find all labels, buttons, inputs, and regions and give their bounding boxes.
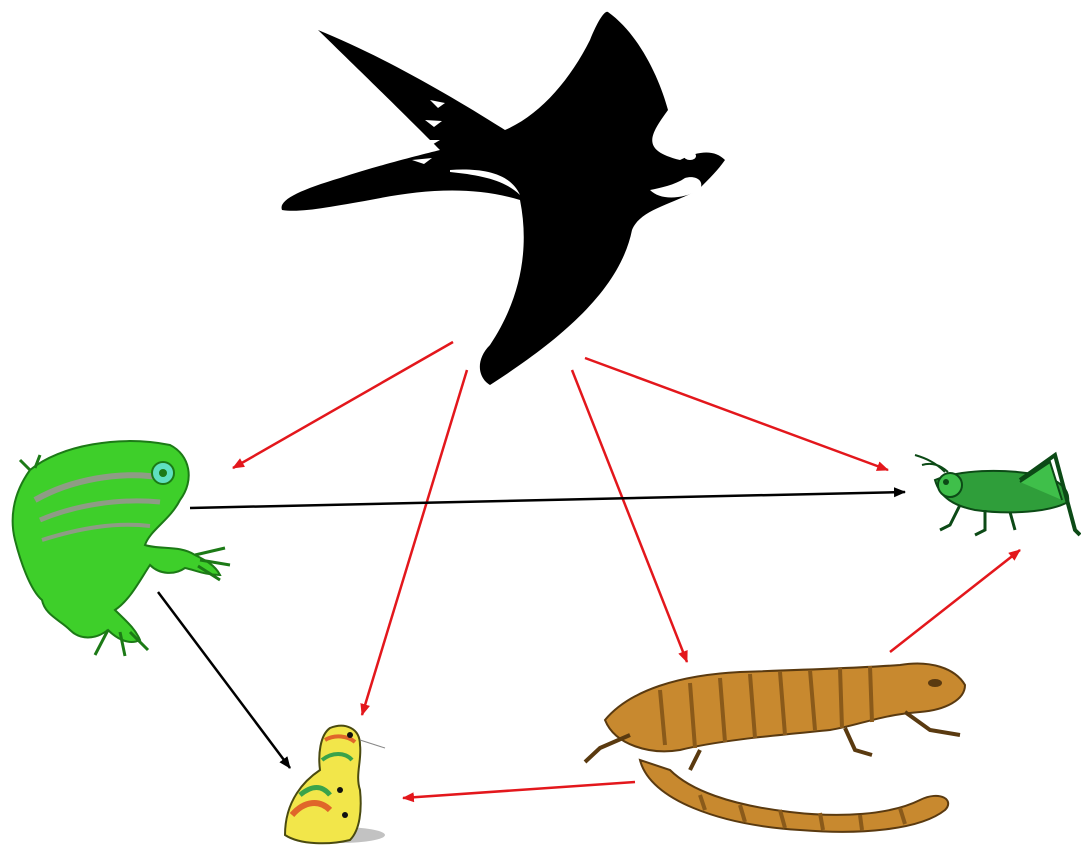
grasshopper [915, 455, 1080, 535]
arrow-bird-to-lizard [572, 370, 687, 662]
arrow-frog-to-caterpillar [158, 592, 290, 768]
arrow-bird-to-grasshopper [585, 358, 888, 470]
arrows [158, 342, 1020, 798]
arrow-lizard-to-caterpillar [403, 782, 635, 798]
caterpillar [285, 726, 385, 844]
arrow-lizard-to-grasshopper [890, 550, 1020, 652]
bird-swallow [282, 12, 725, 385]
frog [13, 441, 230, 656]
lizard [585, 664, 965, 832]
arrow-bird-to-caterpillar [362, 370, 467, 715]
arrow-bird-to-frog [233, 342, 453, 468]
arrow-frog-to-grasshopper [190, 492, 905, 508]
